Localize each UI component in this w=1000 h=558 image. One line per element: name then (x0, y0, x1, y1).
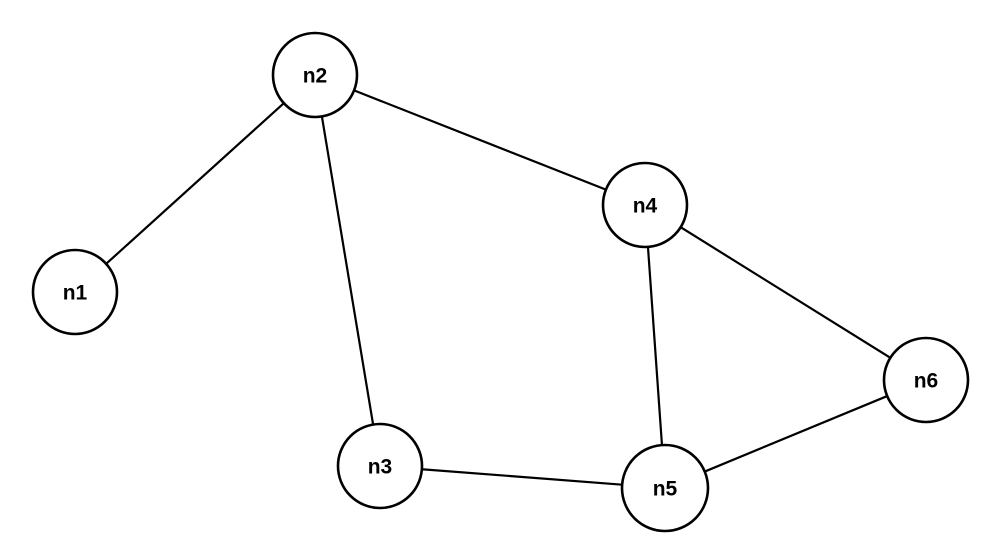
edge-n1-n2[interactable] (105, 102, 285, 265)
node-n2[interactable]: n2 (271, 31, 359, 119)
node-circle-n1[interactable] (31, 248, 119, 336)
edge-n3-n5[interactable] (420, 468, 624, 486)
edge-n4-n6[interactable] (679, 226, 892, 359)
node-n6[interactable]: n6 (882, 336, 970, 424)
edge-layer (105, 89, 892, 486)
node-label-n1: n1 (63, 282, 88, 305)
edge-n4-n5[interactable] (646, 245, 664, 447)
node-n4[interactable]: n4 (601, 161, 689, 249)
edge-n2-n3[interactable] (320, 115, 375, 426)
node-circle-n2[interactable] (271, 31, 359, 119)
node-layer: n1 n2 n3 n4 n5 n6 (31, 31, 970, 533)
node-label-n3: n3 (368, 456, 393, 479)
node-label-n5: n5 (653, 478, 678, 501)
node-circle-n5[interactable] (620, 443, 710, 533)
node-circle-n6[interactable] (882, 336, 970, 424)
edge-n2-n4[interactable] (352, 89, 608, 191)
node-label-n4: n4 (633, 195, 658, 218)
node-label-n6: n6 (914, 370, 939, 393)
node-n1[interactable]: n1 (31, 248, 119, 336)
node-circle-n4[interactable] (601, 161, 689, 249)
node-n5[interactable]: n5 (620, 443, 710, 533)
node-label-n2: n2 (303, 65, 328, 88)
node-circle-n3[interactable] (336, 422, 424, 510)
node-n3[interactable]: n3 (336, 422, 424, 510)
edge-n5-n6[interactable] (703, 394, 889, 473)
